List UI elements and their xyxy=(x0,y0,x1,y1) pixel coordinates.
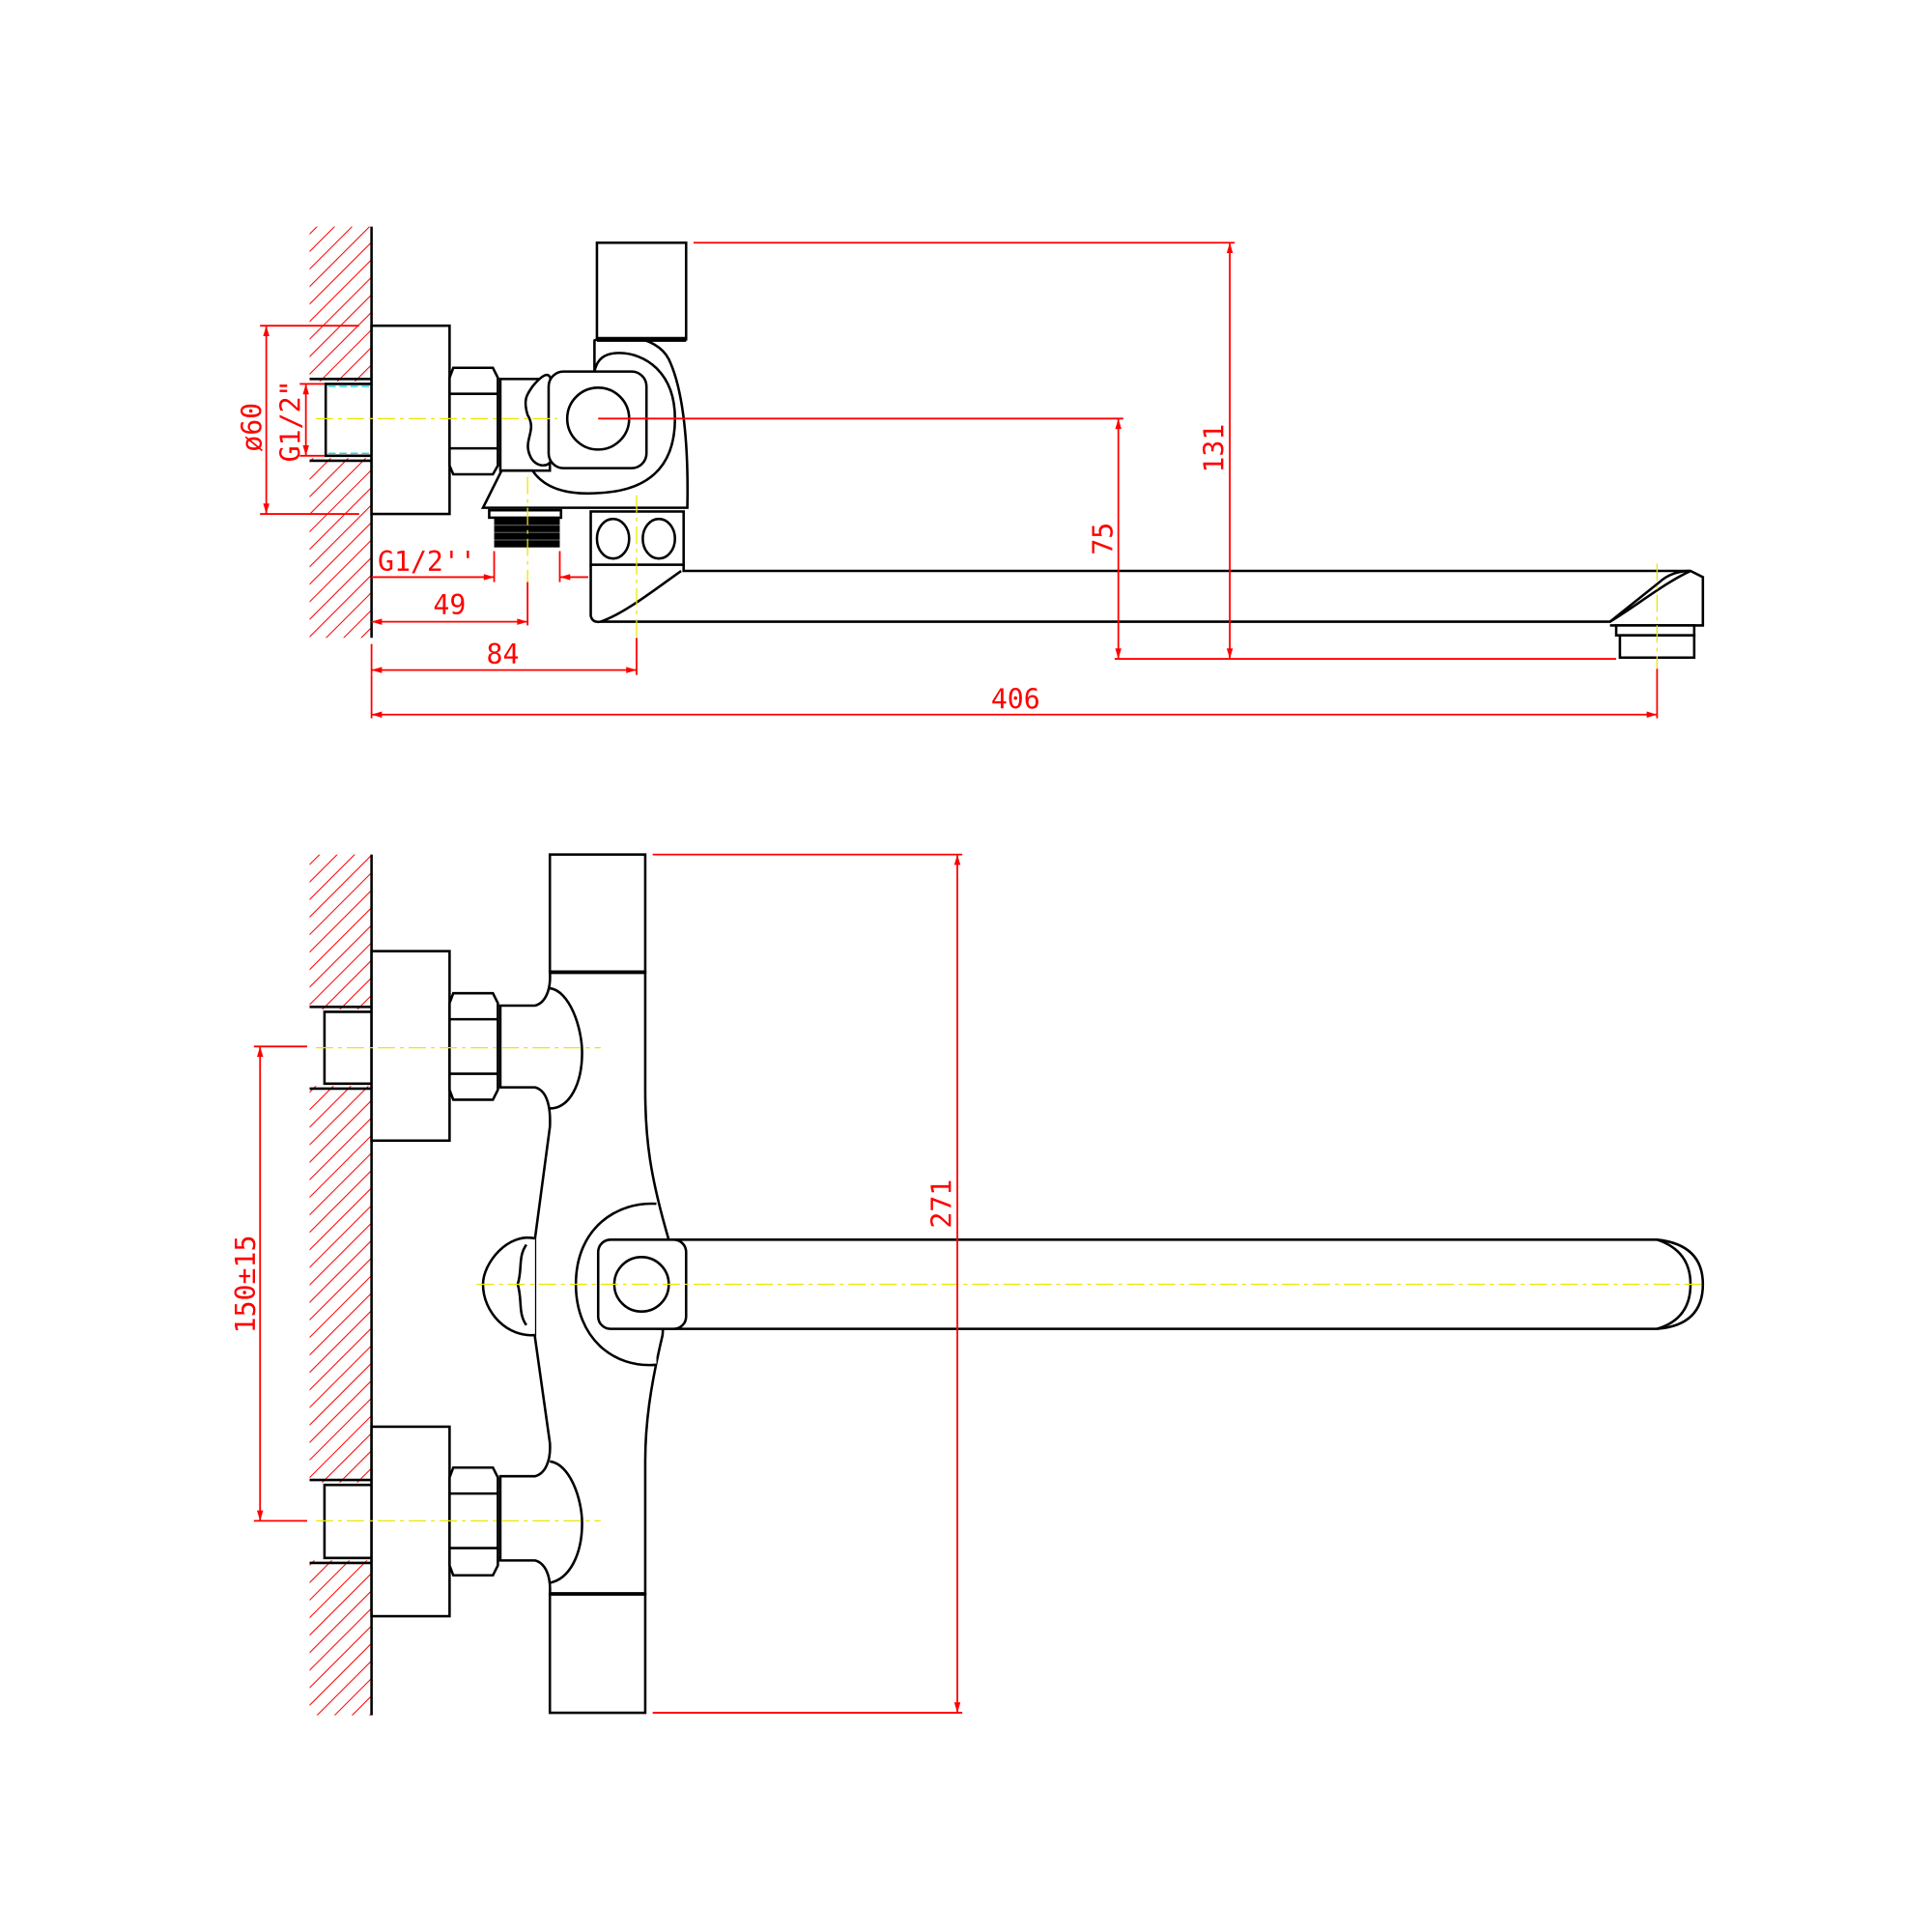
dim-label: G1/2'' xyxy=(378,546,476,578)
mixer-body xyxy=(480,334,690,509)
spout-side xyxy=(589,564,1705,627)
hex-nut-upper xyxy=(448,991,499,1101)
wall-hatch xyxy=(309,226,373,639)
dim-total-reach: 406 xyxy=(370,668,1659,719)
wall-flange xyxy=(370,324,451,516)
dim-label: 150±15 xyxy=(230,1236,262,1334)
dim-label: 271 xyxy=(926,1179,958,1229)
dim-label: 406 xyxy=(991,683,1040,715)
dim-total-width: 271 xyxy=(652,853,963,1714)
dim-spout-offset: 84 xyxy=(370,638,638,675)
dim-flange-diameter: ø60 xyxy=(237,325,359,515)
wall-inlet-pipe xyxy=(309,378,372,463)
dim-spout-height: 75 xyxy=(598,417,1617,660)
dim-outlet-offset: 49 xyxy=(371,582,529,626)
centerlines xyxy=(315,417,1659,669)
dim-label: 49 xyxy=(433,589,466,621)
side-view: ø60 G1/2" G1/2'' 49 84 xyxy=(237,226,1705,719)
dim-label: 131 xyxy=(1199,424,1231,473)
dim-label: 75 xyxy=(1087,523,1119,555)
dim-label: 84 xyxy=(487,639,520,670)
handle-bottom xyxy=(548,1592,647,1715)
handle-top xyxy=(548,853,647,974)
hex-nut xyxy=(448,366,499,476)
wall-flange-upper xyxy=(370,950,451,1143)
dim-total-height: 131 xyxy=(693,242,1236,660)
dim-label: ø60 xyxy=(237,403,269,452)
outlet-thread xyxy=(488,508,563,548)
dim-inlet-spacing: 150±15 xyxy=(230,1045,307,1522)
dim-label: G1/2" xyxy=(274,380,306,462)
dim-inlet-thread: G1/2" xyxy=(274,380,325,462)
handle-lever xyxy=(595,242,688,342)
dim-outlet-thread: G1/2'' xyxy=(371,546,588,582)
wall-hatch xyxy=(309,854,373,1716)
front-view: 150±15 271 xyxy=(230,853,1705,1716)
aerator xyxy=(1614,624,1696,660)
centerlines xyxy=(315,1046,1703,1522)
